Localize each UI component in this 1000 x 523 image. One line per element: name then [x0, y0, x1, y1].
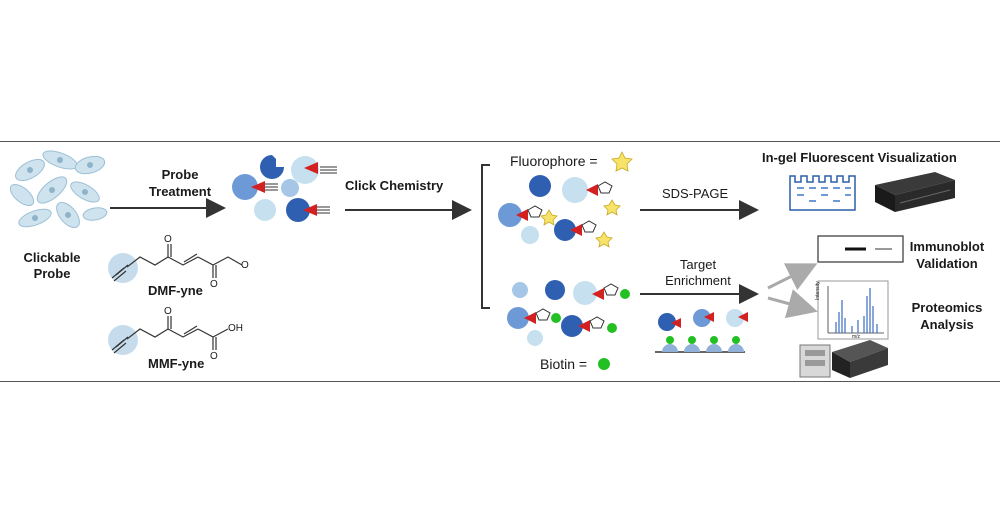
protein-dark-icon [286, 198, 310, 222]
fluorophore-legend-label: Fluorophore = [510, 153, 598, 169]
star-icon [611, 151, 633, 172]
imager-device-icon [875, 172, 955, 212]
clickable-probe-line2: Probe [33, 266, 71, 281]
proteomics-line2: Analysis [920, 317, 974, 332]
lc-ms-instrument-icon [799, 340, 888, 378]
proteomics-analysis-label: Proteomics Analysis [905, 299, 989, 333]
biotin-proteins-group [507, 280, 630, 346]
mmf-yne-label: MMF-yne [148, 356, 205, 371]
labeled-proteins-group [232, 155, 337, 222]
target-enrichment-label: Target Enrichment [650, 257, 746, 289]
gel-icon [789, 175, 856, 211]
probe-treatment-line1: Probe [161, 167, 199, 182]
mmf-carbonyl-o-label: O [164, 306, 172, 317]
cells-illustration [9, 150, 108, 229]
proteomics-line1: Proteomics [911, 300, 983, 315]
mmf-o-label: O [210, 351, 218, 362]
biotin-legend-label: Biotin = [540, 356, 588, 372]
immunoblot-line2: Validation [916, 256, 978, 271]
probe-treatment-label: Probe Treatment [140, 166, 220, 200]
carbonyl-o-label: O [164, 234, 172, 245]
branch-bracket [481, 164, 490, 309]
arrow-to-immunoblot [767, 263, 818, 291]
fluorophore-proteins-group [498, 175, 621, 248]
dmf-yne-label: DMF-yne [148, 283, 203, 298]
ms-xlabel: m/z [852, 334, 861, 340]
figure-frame [0, 141, 1000, 382]
protein-dark-icon [260, 155, 284, 179]
immunoblot-line1: Immunoblot [909, 239, 985, 254]
methyl-o-label: O [241, 260, 249, 271]
dmf-yne-structure [108, 244, 243, 283]
arrow-to-proteomics [767, 289, 818, 319]
protein-mid-icon [232, 174, 258, 200]
clickable-probe-line1: Clickable [23, 250, 81, 265]
protein-light-icon [254, 199, 276, 221]
ms-ylabel: Intensity [815, 281, 821, 300]
mmf-oh-label: OH [228, 323, 243, 334]
clickable-probe-label: Clickable Probe [20, 250, 84, 282]
target-enrichment-line2: Enrichment [665, 273, 731, 288]
biotin-dot-icon [598, 358, 610, 370]
sds-page-label: SDS-PAGE [662, 186, 729, 201]
target-enrichment-line1: Target [679, 257, 717, 272]
immunoblot-validation-label: Immunoblot Validation [905, 238, 989, 272]
protein-small-icon [281, 179, 299, 197]
probe-treatment-line2: Treatment [148, 184, 212, 199]
mmf-yne-structure [108, 316, 229, 355]
dmf-o-label: O [210, 279, 218, 290]
in-gel-visualization-label: In-gel Fluorescent Visualization [762, 150, 957, 165]
click-chemistry-label: Click Chemistry [345, 178, 444, 193]
immunoblot-icon [817, 235, 904, 263]
mass-spectrum-icon [817, 280, 889, 340]
enrichment-beads-illustration [655, 309, 748, 353]
protein-light-icon [291, 156, 319, 184]
